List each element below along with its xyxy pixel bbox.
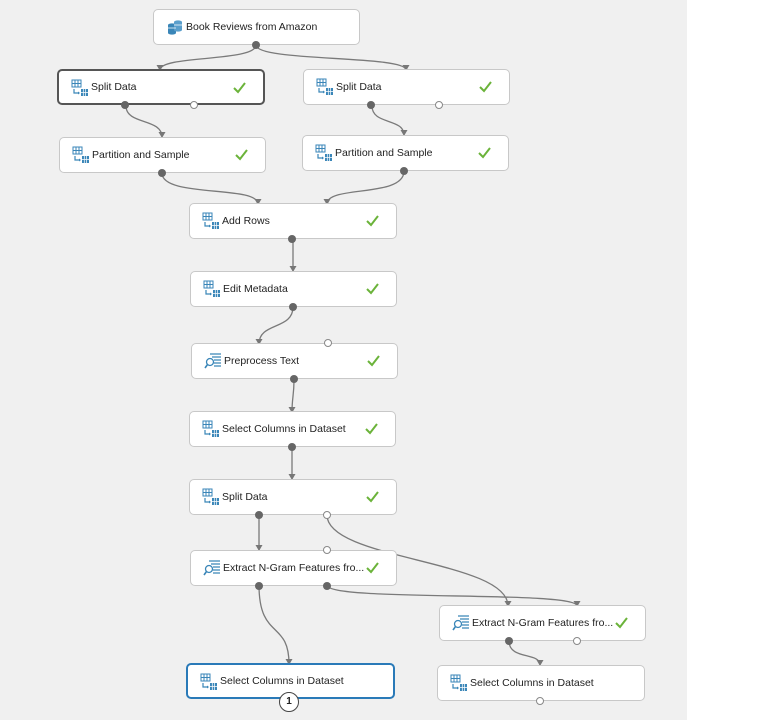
module-partition-sample-1[interactable]: Partition and Sample <box>59 137 266 173</box>
output-port[interactable] <box>158 169 166 177</box>
text-analytics-icon <box>452 614 470 632</box>
output-port[interactable] <box>289 303 297 311</box>
table-transform-icon <box>315 144 333 162</box>
module-label: Add Rows <box>222 215 270 227</box>
connection-lines <box>125 44 581 666</box>
output-port[interactable] <box>573 637 581 645</box>
module-partition-sample-2[interactable]: Partition and Sample <box>302 135 509 171</box>
check-icon <box>234 147 249 162</box>
check-icon <box>477 145 492 160</box>
output-port[interactable] <box>290 375 298 383</box>
table-transform-icon <box>200 673 218 691</box>
edge <box>326 584 581 607</box>
module-edit-metadata[interactable]: Edit Metadata <box>190 271 397 307</box>
module-split-data-1[interactable]: Split Data <box>57 69 265 105</box>
module-split-data-2[interactable]: Split Data <box>303 69 510 105</box>
edge <box>371 105 408 136</box>
module-ngram-2[interactable]: Extract N-Gram Features fro... <box>439 605 646 641</box>
output-port[interactable] <box>505 637 513 645</box>
edge <box>161 172 262 205</box>
check-icon <box>365 213 380 228</box>
table-transform-icon <box>202 488 220 506</box>
check-icon <box>364 421 379 436</box>
table-transform-icon <box>72 146 90 164</box>
output-port[interactable] <box>435 101 443 109</box>
edge <box>323 170 405 205</box>
table-transform-icon <box>202 420 220 438</box>
table-transform-icon <box>203 280 221 298</box>
output-port[interactable] <box>323 582 331 590</box>
output-port[interactable] <box>288 235 296 243</box>
check-icon <box>365 560 380 575</box>
edge <box>125 105 166 138</box>
edge <box>255 44 410 71</box>
module-label: Partition and Sample <box>335 147 433 159</box>
edge <box>508 640 544 666</box>
module-split-data-3[interactable]: Split Data <box>189 479 397 515</box>
text-analytics-icon <box>203 559 221 577</box>
check-icon <box>478 79 493 94</box>
module-ngram-1[interactable]: Extract N-Gram Features fro... <box>190 550 397 586</box>
module-label: Select Columns in Dataset <box>222 423 346 435</box>
output-port[interactable] <box>121 101 129 109</box>
check-icon <box>614 615 629 630</box>
output-port[interactable] <box>536 697 544 705</box>
module-label: Extract N-Gram Features fro... <box>472 617 614 629</box>
module-book-reviews[interactable]: Book Reviews from Amazon <box>153 9 360 45</box>
module-label: Split Data <box>91 81 137 93</box>
module-preprocess-text[interactable]: Preprocess Text <box>191 343 398 379</box>
check-icon <box>365 281 380 296</box>
module-select-columns-3[interactable]: Select Columns in Dataset <box>437 665 645 701</box>
check-icon <box>232 80 247 95</box>
output-port[interactable] <box>255 582 263 590</box>
output-port[interactable] <box>323 511 331 519</box>
text-analytics-icon <box>204 352 222 370</box>
module-add-rows[interactable]: Add Rows <box>189 203 397 239</box>
table-transform-icon <box>316 78 334 96</box>
module-label: Split Data <box>222 491 268 503</box>
port-count-badge[interactable]: 1 <box>279 692 299 712</box>
table-transform-icon <box>202 212 220 230</box>
module-select-columns-2[interactable]: Select Columns in Dataset <box>186 663 395 699</box>
output-port[interactable] <box>367 101 375 109</box>
output-port[interactable] <box>252 41 260 49</box>
module-label: Edit Metadata <box>223 283 288 295</box>
dataset-icon <box>166 18 184 36</box>
edge <box>326 514 512 607</box>
module-label: Extract N-Gram Features fro... <box>223 562 365 574</box>
output-port[interactable] <box>190 101 198 109</box>
output-port[interactable] <box>400 167 408 175</box>
output-port[interactable] <box>255 511 263 519</box>
module-label: Partition and Sample <box>92 149 190 161</box>
check-icon <box>365 489 380 504</box>
module-label: Preprocess Text <box>224 355 300 367</box>
table-transform-icon <box>450 674 468 692</box>
check-icon <box>366 353 381 368</box>
input-port[interactable] <box>324 339 332 347</box>
input-port[interactable] <box>323 546 331 554</box>
module-label: Book Reviews from Amazon <box>186 21 318 33</box>
module-label: Split Data <box>336 81 382 93</box>
table-transform-icon <box>71 79 89 97</box>
module-select-columns-1[interactable]: Select Columns in Dataset <box>189 411 396 447</box>
module-label: Select Columns in Dataset <box>220 675 344 687</box>
edge <box>258 584 293 665</box>
module-label: Select Columns in Dataset <box>470 677 594 689</box>
output-port[interactable] <box>288 443 296 451</box>
edge <box>288 379 296 413</box>
edge <box>156 44 257 71</box>
edge <box>255 306 294 345</box>
